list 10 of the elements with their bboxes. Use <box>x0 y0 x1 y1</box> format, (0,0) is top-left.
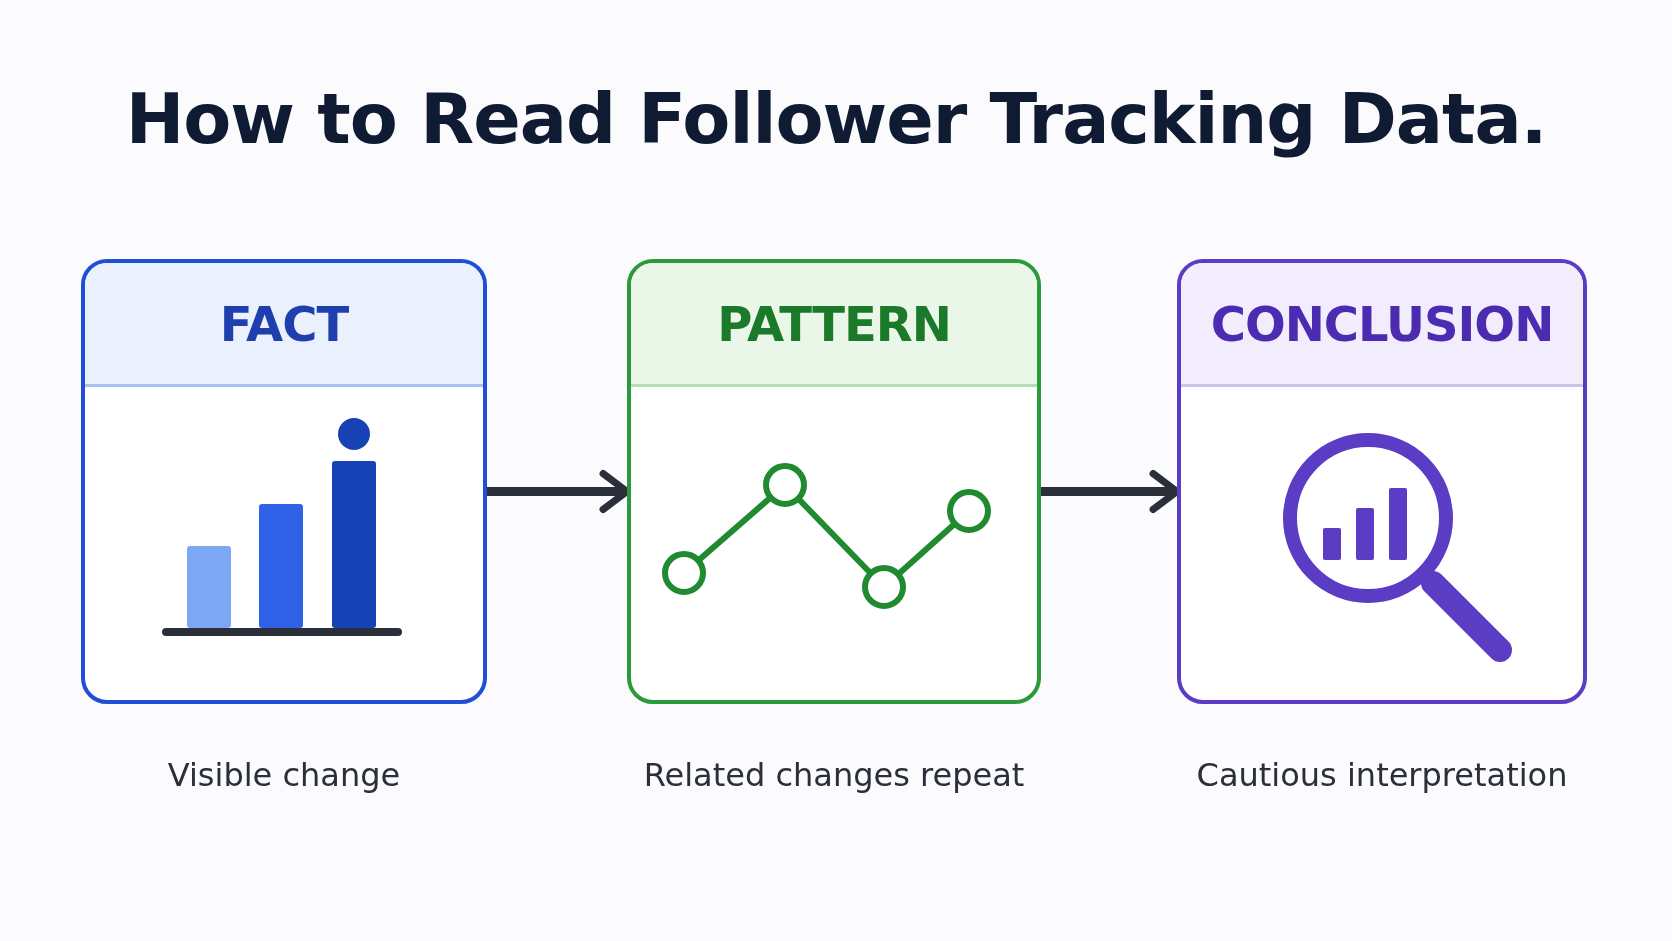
title: How to Read Follower Tracking Data. <box>124 78 1548 160</box>
step-card <box>1177 259 1587 704</box>
step-caption: Cautious interpretation <box>1195 756 1569 794</box>
step-card <box>81 259 487 704</box>
card-heading: CONCLUSION <box>1210 295 1554 352</box>
step-card <box>627 259 1041 704</box>
card-heading: FACT <box>219 295 349 352</box>
card-heading: PATTERN <box>717 295 951 352</box>
step-caption: Visible change <box>166 756 402 794</box>
step-caption: Related changes repeat <box>642 756 1026 794</box>
